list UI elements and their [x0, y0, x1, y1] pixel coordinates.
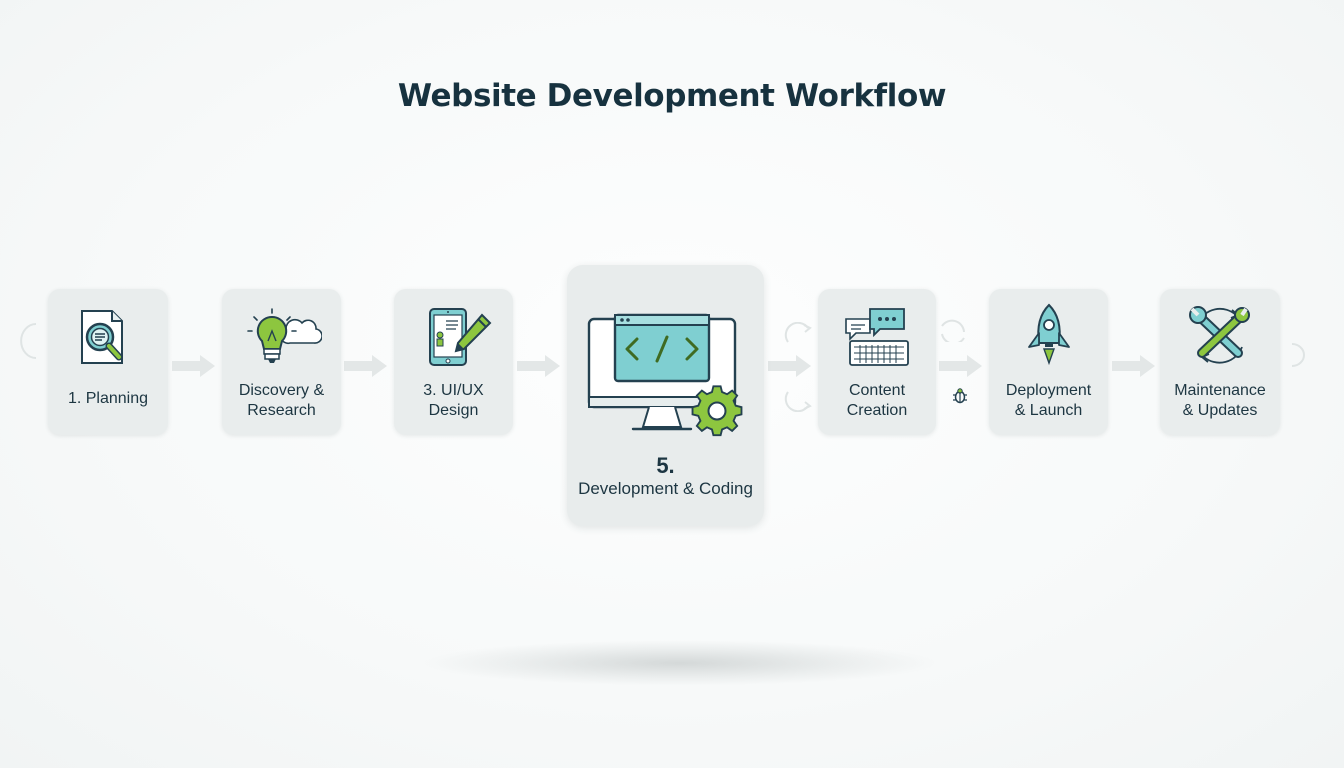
arrow-connector: [344, 355, 387, 377]
monitor-code-gear-icon: [587, 313, 743, 437]
tablet-pencil-icon: [429, 308, 492, 366]
document-search-icon: [81, 310, 123, 364]
cycle-arrow-icon: [1291, 343, 1305, 367]
arrow-connector: [1112, 355, 1155, 377]
step-label: 1. Planning: [67, 390, 149, 407]
lightbulb-cloud-icon: [247, 308, 322, 363]
arrow-connector: [768, 355, 811, 377]
cycle-arrow-icon: [784, 322, 812, 343]
diagram-title: Website Development Workflow: [397, 78, 947, 114]
step-label: 3. UI/UX Design: [423, 382, 484, 419]
cycle-arrow-icon: [784, 391, 812, 412]
step-discovery-research: Discovery & Research: [222, 289, 341, 435]
step-number: 5.: [656, 453, 675, 478]
step-label: Maintenance & Updates: [1174, 382, 1266, 419]
bug-icon: [953, 388, 967, 404]
step-content-creation: Content Creation: [818, 289, 936, 435]
step-planning: 1. Planning: [48, 289, 168, 435]
ground-shadow: [420, 640, 940, 686]
step-uiux-design: 3. UI/UX Design: [394, 289, 513, 435]
step-development-coding: 5. Development & Coding: [567, 265, 764, 526]
wrench-cycle-icon: [1189, 306, 1250, 364]
step-label: Content Creation: [846, 382, 908, 419]
arrow-connector: [939, 355, 982, 377]
step-deployment-launch: Deployment & Launch: [989, 289, 1108, 435]
cycle-arrow-icon: [941, 319, 965, 342]
rocket-icon: [1028, 303, 1070, 366]
step-maintenance-updates: Maintenance & Updates: [1160, 289, 1280, 435]
arrow-connector: [172, 355, 215, 377]
step-label: Discovery & Research: [238, 382, 325, 419]
cycle-arrow-icon: [20, 323, 37, 359]
step-label: Deployment & Launch: [1005, 382, 1092, 419]
step-label: Development & Coding: [578, 479, 753, 498]
arrow-connector: [517, 355, 560, 377]
chat-keyboard-icon: [845, 308, 909, 366]
